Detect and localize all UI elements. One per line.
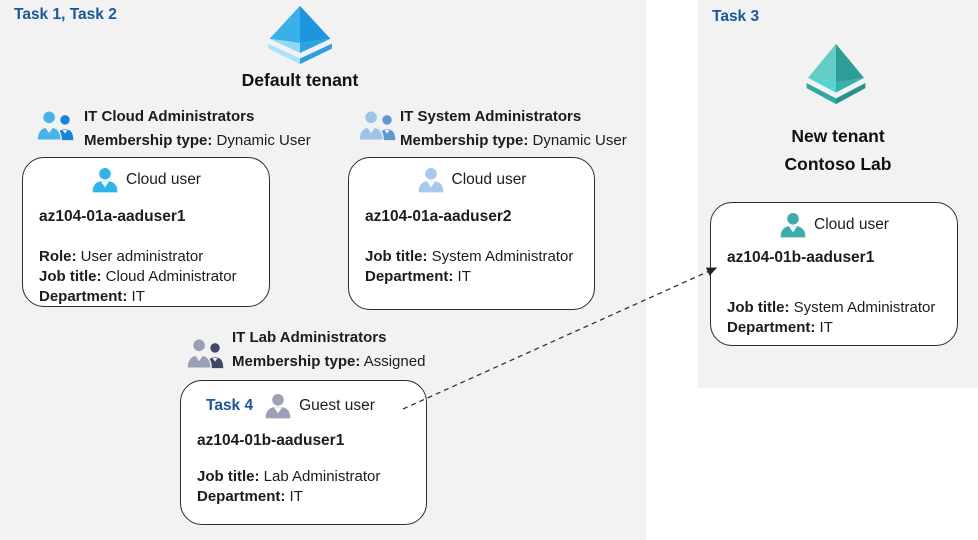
card-header: Task 4 Guest user bbox=[197, 393, 410, 419]
task-4-label: Task 4 bbox=[206, 397, 254, 414]
user-fields: Role: User administrator Job title: Clou… bbox=[39, 247, 253, 307]
user-card-az104-01b-aaduser1-new-tenant: Cloud user az104-01b-aaduser1 Job title:… bbox=[710, 202, 958, 346]
task-1-2-label: Task 1, Task 2 bbox=[14, 6, 117, 23]
field-job-title: Job title: System Administrator bbox=[727, 299, 936, 316]
new-tenant-name: New tenant Contoso Lab bbox=[698, 122, 978, 178]
azure-ad-tenant-icon bbox=[806, 43, 866, 105]
group-membership-it-lab-admins: Membership type: Assigned bbox=[232, 353, 425, 370]
guest-user-card-az104-01b-aaduser1: Task 4 Guest user az104-01b-aaduser1 Job… bbox=[180, 380, 427, 525]
user-group-icon bbox=[358, 110, 396, 141]
person-icon bbox=[780, 213, 806, 238]
user-name: az104-01a-aaduser1 bbox=[39, 208, 186, 225]
card-header: Cloud user bbox=[727, 212, 941, 238]
user-type-label: Cloud user bbox=[126, 171, 201, 188]
field-job-title: Job title: Cloud Administrator bbox=[39, 268, 237, 285]
person-icon bbox=[92, 168, 118, 193]
membership-type-label: Membership type: bbox=[232, 353, 361, 370]
user-fields: Job title: System Administrator Departme… bbox=[365, 247, 578, 287]
user-name: az104-01b-aaduser1 bbox=[197, 432, 345, 449]
card-header: Cloud user bbox=[39, 167, 253, 193]
membership-type-label: Membership type: bbox=[400, 132, 529, 149]
user-name: az104-01b-aaduser1 bbox=[727, 249, 875, 266]
card-header: Cloud user bbox=[365, 167, 578, 193]
user-name: az104-01a-aaduser2 bbox=[365, 208, 512, 225]
new-tenant-line1: New tenant bbox=[791, 126, 885, 146]
user-card-az104-01a-aaduser2: Cloud user az104-01a-aaduser2 Job title:… bbox=[348, 157, 595, 310]
user-fields: Job title: Lab Administrator Department:… bbox=[197, 467, 410, 507]
person-icon bbox=[265, 394, 291, 419]
user-type-label: Cloud user bbox=[451, 171, 527, 188]
field-department: Department: IT bbox=[365, 268, 471, 285]
default-tenant-name: Default tenant bbox=[241, 70, 359, 90]
group-name-it-system-admins: IT System Administrators bbox=[400, 108, 582, 125]
group-name-it-cloud-admins: IT Cloud Administrators bbox=[84, 108, 255, 125]
group-membership-it-cloud-admins: Membership type: Dynamic User bbox=[84, 132, 311, 149]
group-name-it-lab-admins: IT Lab Administrators bbox=[232, 329, 387, 346]
azure-ad-tenant-icon bbox=[268, 5, 332, 65]
field-department: Department: IT bbox=[197, 488, 303, 505]
user-type-label: Cloud user bbox=[814, 216, 889, 233]
membership-type-value: Dynamic User bbox=[532, 132, 627, 149]
field-job-title: Job title: System Administrator bbox=[365, 248, 574, 265]
field-department: Department: IT bbox=[727, 319, 833, 336]
user-group-icon bbox=[186, 338, 224, 369]
user-type-label: Guest user bbox=[299, 397, 375, 414]
user-group-icon bbox=[36, 110, 74, 141]
membership-type-label: Membership type: bbox=[84, 132, 213, 149]
user-fields: Job title: System Administrator Departme… bbox=[727, 298, 941, 338]
membership-type-value: Assigned bbox=[363, 353, 426, 370]
membership-type-value: Dynamic User bbox=[216, 132, 311, 149]
task-3-label: Task 3 bbox=[712, 8, 760, 25]
user-card-az104-01a-aaduser1: Cloud user az104-01a-aaduser1 Role: User… bbox=[22, 157, 270, 307]
new-tenant-line2: Contoso Lab bbox=[784, 154, 892, 174]
person-icon bbox=[418, 168, 443, 193]
group-membership-it-system-admins: Membership type: Dynamic User bbox=[400, 132, 627, 149]
field-department: Department: IT bbox=[39, 288, 145, 305]
field-role: Role: User administrator bbox=[39, 248, 204, 265]
field-job-title: Job title: Lab Administrator bbox=[197, 468, 381, 485]
